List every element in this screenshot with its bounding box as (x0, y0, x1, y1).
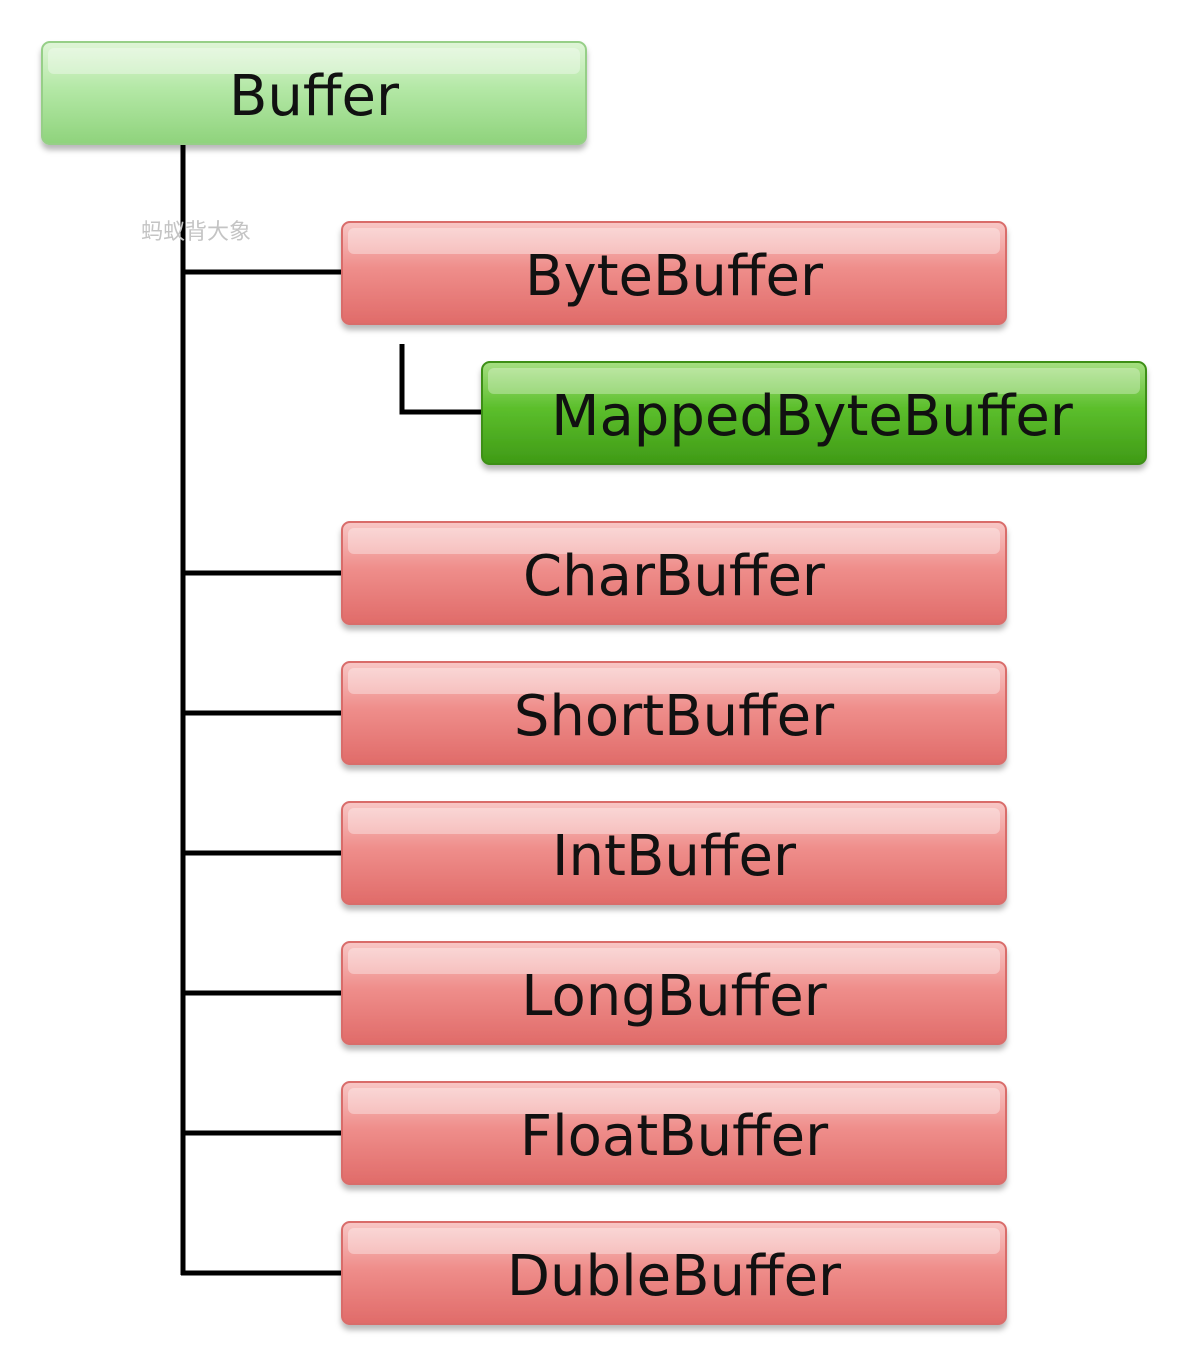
connectors (180, 143, 482, 1276)
branch-line-mappedbytebuffer (399, 344, 482, 415)
node-label-buffer: Buffer (229, 64, 400, 129)
node-longbuffer: LongBuffer (341, 941, 1007, 1045)
node-label-charbuffer: CharBuffer (523, 544, 826, 609)
node-charbuffer: CharBuffer (341, 521, 1007, 625)
node-buffer: Buffer (41, 41, 587, 145)
node-label-dublebuffer: DubleBuffer (507, 1244, 842, 1309)
watermark-text: 蚂蚁背大象 (141, 220, 251, 245)
node-floatbuffer: FloatBuffer (341, 1081, 1007, 1185)
node-intbuffer: IntBuffer (341, 801, 1007, 905)
node-label-intbuffer: IntBuffer (552, 824, 797, 889)
node-label-mappedbytebuffer: MappedByteBuffer (551, 384, 1074, 449)
node-bytebuffer: ByteBuffer (341, 221, 1007, 325)
node-label-bytebuffer: ByteBuffer (525, 244, 824, 309)
node-label-longbuffer: LongBuffer (521, 964, 827, 1029)
node-shortbuffer: ShortBuffer (341, 661, 1007, 765)
node-mappedbytebuffer: MappedByteBuffer (481, 361, 1147, 465)
node-label-shortbuffer: ShortBuffer (514, 684, 835, 749)
node-label-floatbuffer: FloatBuffer (520, 1104, 829, 1169)
node-dublebuffer: DubleBuffer (341, 1221, 1007, 1325)
